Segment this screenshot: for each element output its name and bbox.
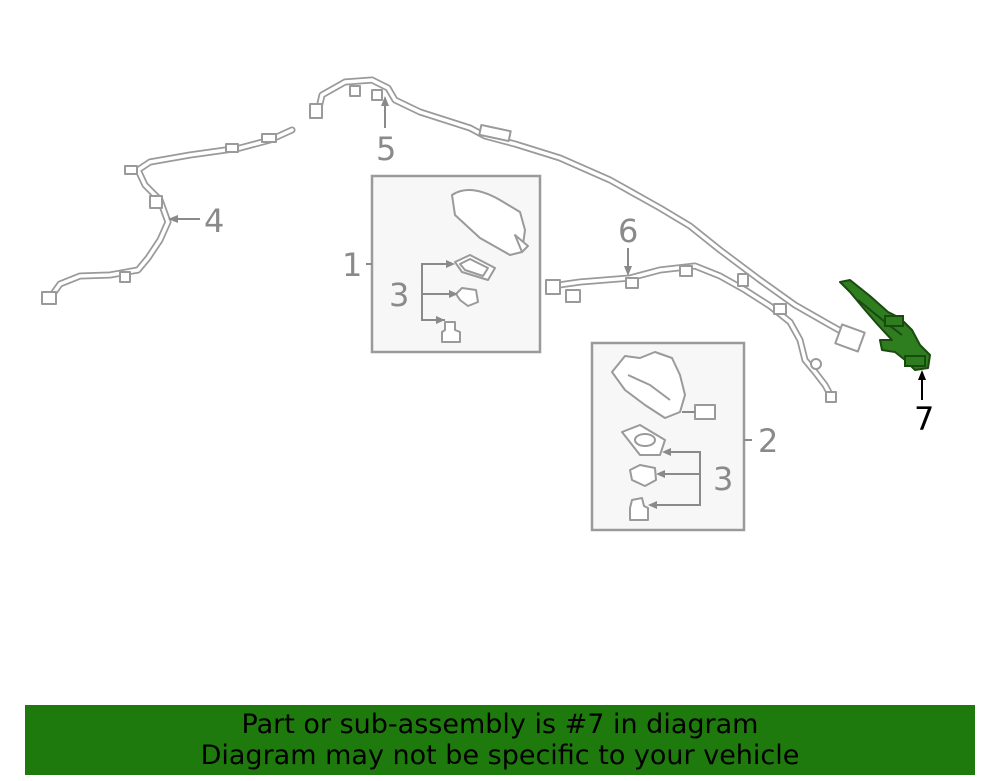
callout-leaders xyxy=(168,96,926,441)
antenna-cable-5 xyxy=(309,76,866,353)
antenna-assembly-box-2 xyxy=(590,341,746,532)
banner-line-1: Part or sub-assembly is #7 in diagram xyxy=(241,709,759,740)
info-banner: Part or sub-assembly is #7 in diagram Di… xyxy=(25,705,975,775)
highlighted-part-7 xyxy=(839,279,931,371)
callout-3-lower: 3 xyxy=(713,460,733,498)
antenna-assembly-box-1 xyxy=(370,174,542,354)
parts-diagram: 5 4 6 1 3 2 3 7 xyxy=(41,76,934,532)
banner-line-2: Diagram may not be specific to your vehi… xyxy=(200,740,800,771)
callout-6: 6 xyxy=(618,212,638,250)
callout-4: 4 xyxy=(204,202,224,240)
antenna-cable-4 xyxy=(41,126,296,305)
callout-3-upper: 3 xyxy=(389,276,409,314)
callout-5: 5 xyxy=(376,130,396,168)
callout-2: 2 xyxy=(758,422,778,460)
callout-7: 7 xyxy=(914,400,934,438)
callout-1: 1 xyxy=(342,246,362,284)
antenna-cable-6 xyxy=(545,262,837,403)
